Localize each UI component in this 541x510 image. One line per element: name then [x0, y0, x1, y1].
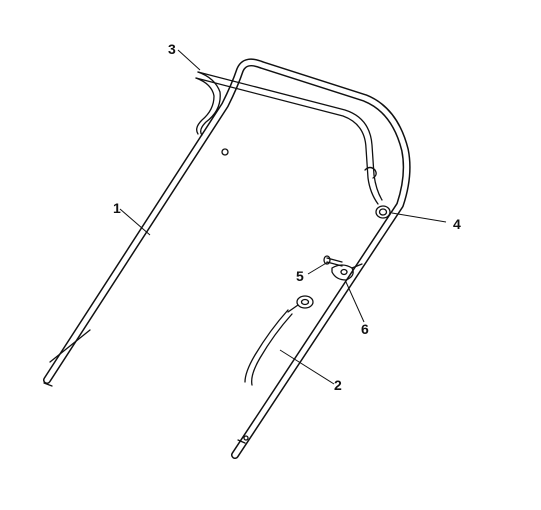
callout-label-4: 4 — [453, 216, 461, 232]
screw-part-5 — [323, 255, 343, 267]
callout-label-6: 6 — [361, 321, 369, 337]
callout-label-2: 2 — [334, 377, 342, 393]
callout-label-5: 5 — [296, 268, 304, 284]
cable-part-2 — [244, 295, 314, 386]
handle-part-1 — [43, 58, 411, 459]
bracket-part-6 — [331, 263, 363, 281]
leader-lines — [119, 49, 447, 385]
control-bail-part-3 — [195, 71, 383, 205]
nut-part-4 — [375, 205, 391, 219]
callout-label-1: 1 — [113, 200, 121, 216]
callout-label-3: 3 — [168, 41, 176, 57]
